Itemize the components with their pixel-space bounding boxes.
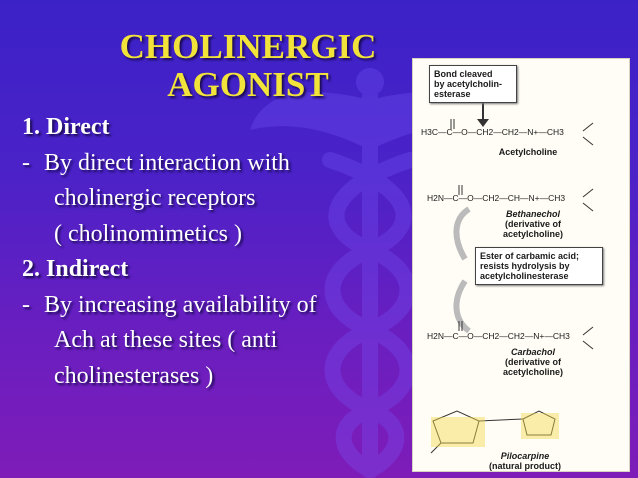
arrowhead-top-icon: [477, 119, 489, 127]
slide-body: 1. Direct -By direct interaction with ch…: [22, 110, 412, 394]
pilocarpine-sub: (natural product): [489, 461, 561, 471]
pilocarpine-name: Pilocarpine (natural product): [477, 451, 573, 471]
figure-arrows-and-bonds: [430, 101, 594, 454]
slide-title: CHOLINERGIC AGONIST: [88, 28, 408, 104]
dash-marker: -: [22, 291, 30, 318]
bullet-direct: -By direct interaction with: [22, 146, 412, 182]
acetylcholine-formula: H3C—C—O—CH2—CH2—N+—CH3: [421, 127, 564, 137]
pilocarpine-ring-highlight: [431, 417, 485, 447]
bullet-direct-cont-2: ( cholinomimetics ): [54, 220, 242, 247]
callout-mid-line: Ester of carbamic acid;: [480, 251, 580, 261]
chemical-structures-figure: Bond cleaved by acetylcholin- esterase H…: [412, 58, 630, 472]
pilocarpine-rings: [430, 410, 556, 454]
callout-mid-line: acetylcholinesterase: [480, 271, 569, 281]
carbachol-formula: H2N—C—O—CH2—CH2—N+—CH3: [427, 331, 570, 341]
bethanechol-name: Bethanechol (derivative of acetylcholine…: [491, 209, 575, 239]
carbachol-name: Carbachol (derivative of acetylcholine): [491, 347, 575, 377]
callout-bond-cleaved: Bond cleaved by acetylcholin- esterase: [429, 65, 517, 103]
title-line-1: CHOLINERGIC: [119, 27, 377, 66]
bullet-indirect-cont-1: Ach at these sites ( anti: [54, 327, 278, 353]
pilocarpine-label: Pilocarpine: [500, 451, 550, 461]
bethanechol-sub: (derivative of: [504, 219, 562, 229]
bethanechol-formula: H2N—C—O—CH2—CH—N+—CH3: [427, 193, 566, 203]
dash-marker: -: [22, 149, 30, 176]
bullet-indirect-cont-2: cholinesterases ): [54, 362, 214, 389]
carbachol-sub: (derivative of: [504, 357, 562, 367]
callout-top-line: by acetylcholin-: [434, 79, 503, 89]
pilocarpine-ring-highlight: [521, 413, 559, 439]
bethanechol-sub: acetylcholine): [502, 229, 564, 239]
bullet-direct-cont-1: cholinergic receptors: [54, 185, 256, 211]
bullet-indirect-text: By increasing availability of: [44, 291, 317, 318]
carbachol-sub: acetylcholine): [502, 367, 564, 377]
title-line-2: AGONIST: [167, 65, 329, 104]
methyl-bonds: [582, 122, 594, 350]
callout-top-line: esterase: [434, 89, 471, 99]
callout-mid-line: resists hydrolysis by: [480, 261, 570, 271]
callout-top-line: Bond cleaved: [434, 69, 493, 79]
acetylcholine-name: Acetylcholine: [498, 147, 558, 157]
bethanechol-label: Bethanechol: [505, 209, 560, 219]
heading-indirect: 2. Indirect: [22, 256, 129, 282]
arrow-up-icon: [453, 206, 471, 261]
carbonyl-bonds: [450, 119, 463, 331]
heading-direct: 1. Direct: [22, 114, 110, 140]
callout-carbamic-ester: Ester of carbamic acid; resists hydrolys…: [475, 247, 603, 285]
carbachol-label: Carbachol: [510, 347, 555, 357]
bullet-direct-text: By direct interaction with: [44, 149, 290, 176]
arrow-down-icon: [453, 279, 471, 334]
bullet-indirect: -By increasing availability of: [22, 288, 412, 324]
